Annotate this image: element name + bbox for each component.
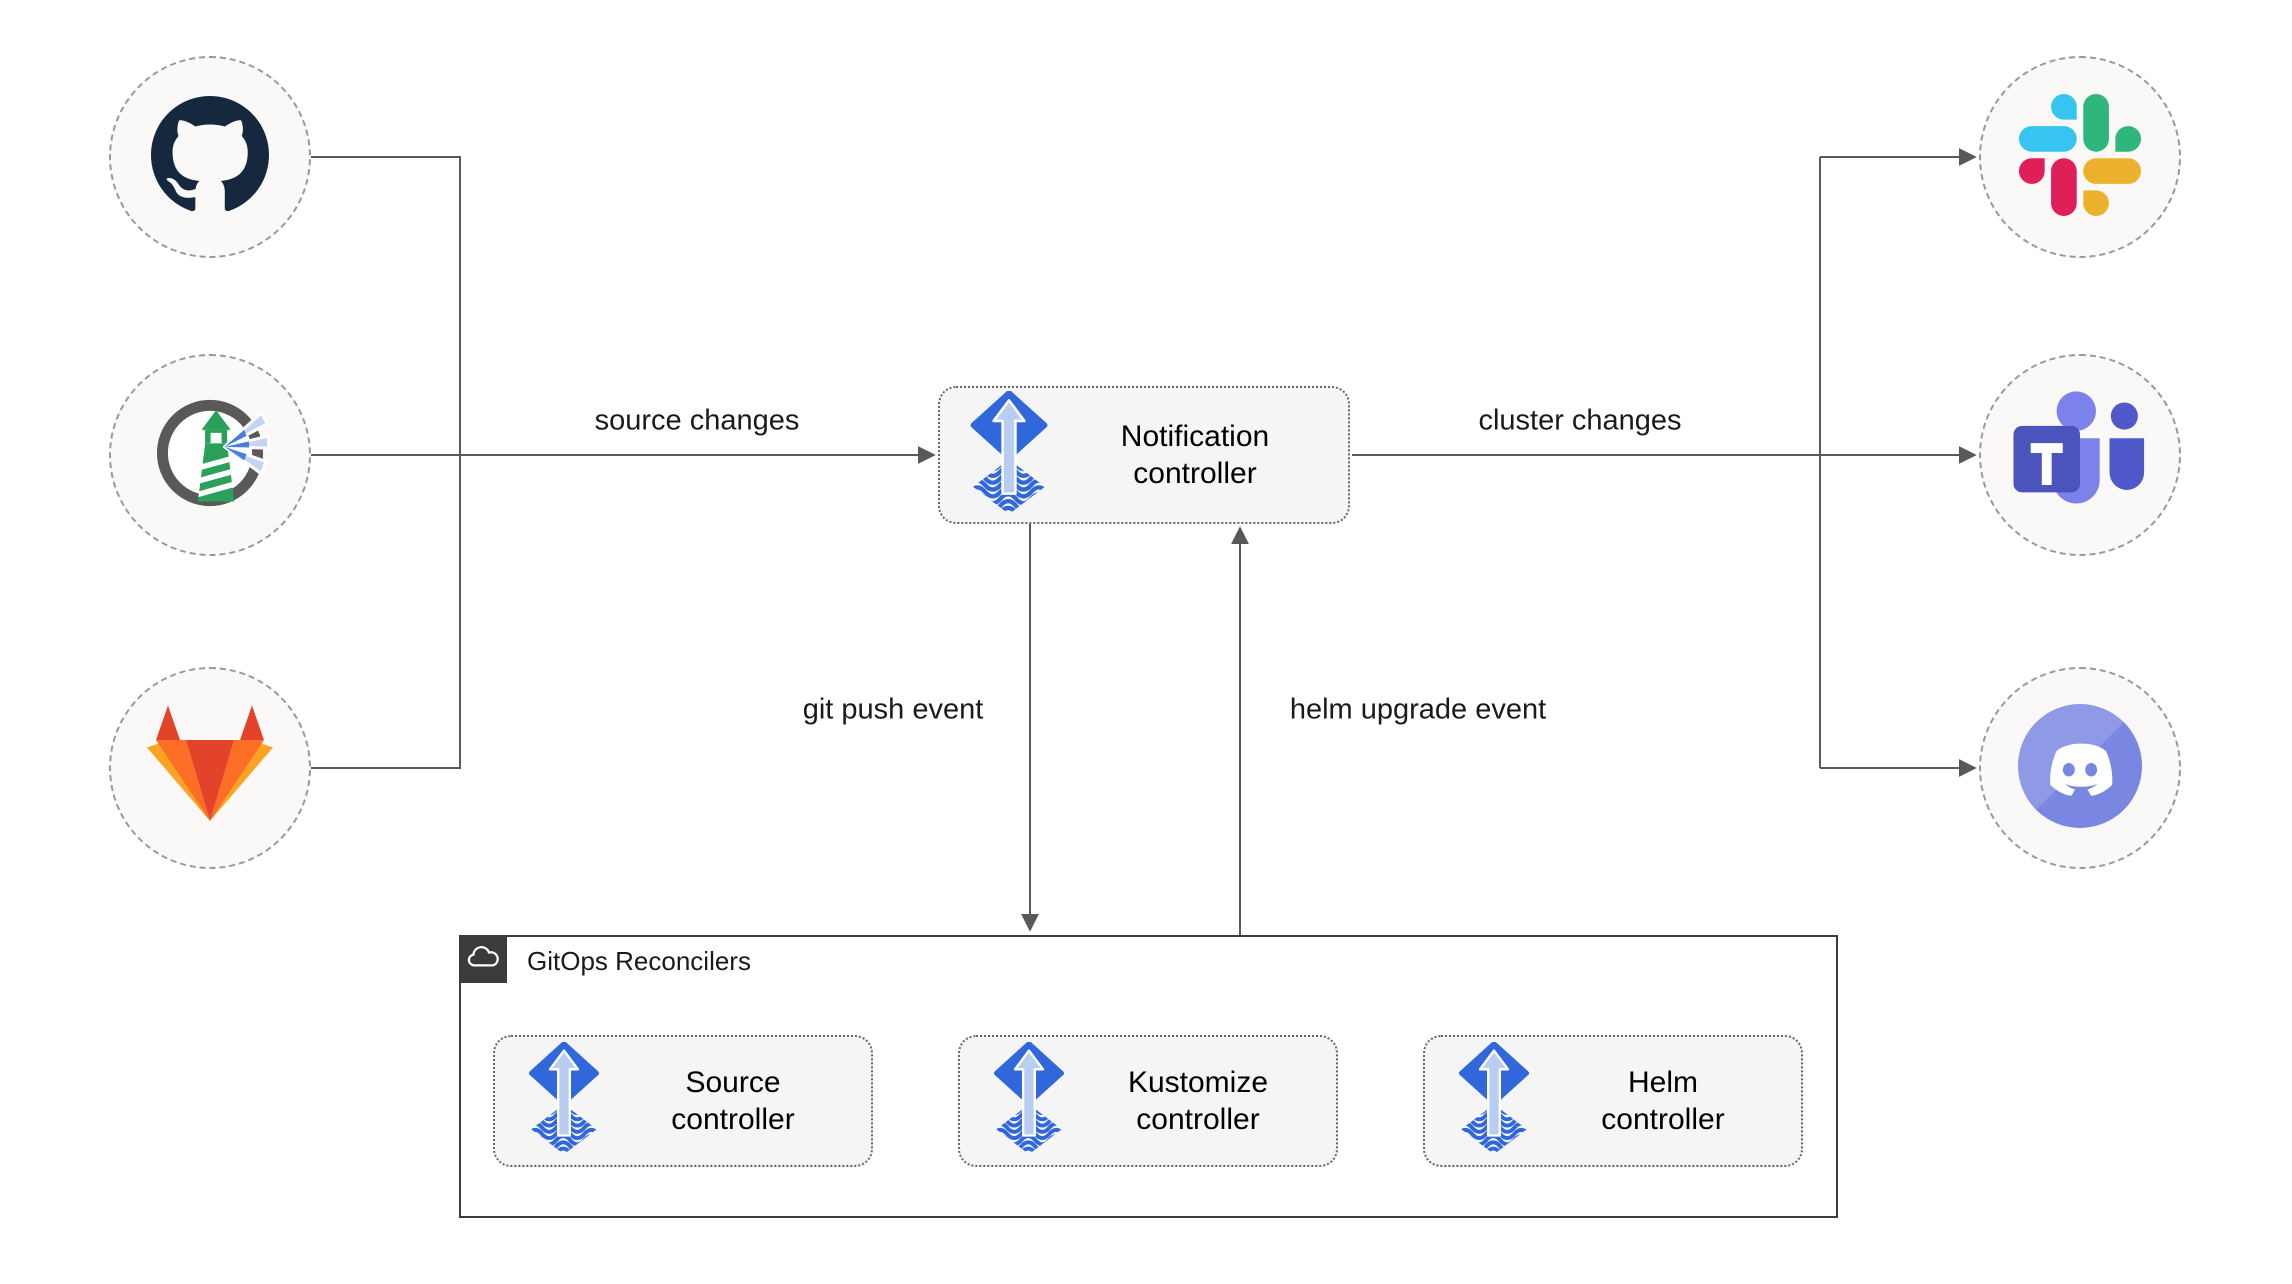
source-controller-label: Source controller [671,1065,795,1137]
flux-icon [966,391,1052,520]
ms-teams-icon [2006,384,2154,527]
source-controller-node[interactable]: Source controller [493,1035,873,1167]
flux-icon [990,1042,1068,1160]
flux-icon [525,1042,603,1160]
github-node[interactable] [109,56,311,258]
flux-icon [1455,1042,1533,1160]
slack-icon [2019,94,2141,221]
helm-controller-node[interactable]: Helm controller [1423,1035,1803,1167]
harbor-icon [149,392,271,519]
discord-icon [2018,704,2142,833]
discord-node[interactable] [1979,667,2181,869]
ms-teams-node[interactable] [1979,354,2181,556]
slack-node[interactable] [1979,56,2181,258]
notification-controller-node[interactable]: Notification controller [938,386,1350,524]
cloud-icon [464,940,502,978]
harbor-node[interactable] [109,354,311,556]
source-changes-label: source changes [594,404,800,437]
helm-controller-label: Helm controller [1601,1065,1725,1137]
kustomize-controller-node[interactable]: Kustomize controller [958,1035,1338,1167]
helm-upgrade-event-label: helm upgrade event [1289,693,1547,726]
gitops-group-badge [459,935,507,983]
notification-controller-label: Notification controller [1120,419,1270,491]
source-bus-line [311,156,461,769]
gitlab-node[interactable] [109,667,311,869]
git-push-event-label: git push event [802,693,984,726]
cluster-changes-label: cluster changes [1478,404,1682,437]
gitops-group-title: GitOps Reconcilers [527,945,751,976]
gitlab-icon [135,698,285,838]
kustomize-controller-label: Kustomize controller [1127,1065,1269,1137]
github-icon [151,96,269,219]
